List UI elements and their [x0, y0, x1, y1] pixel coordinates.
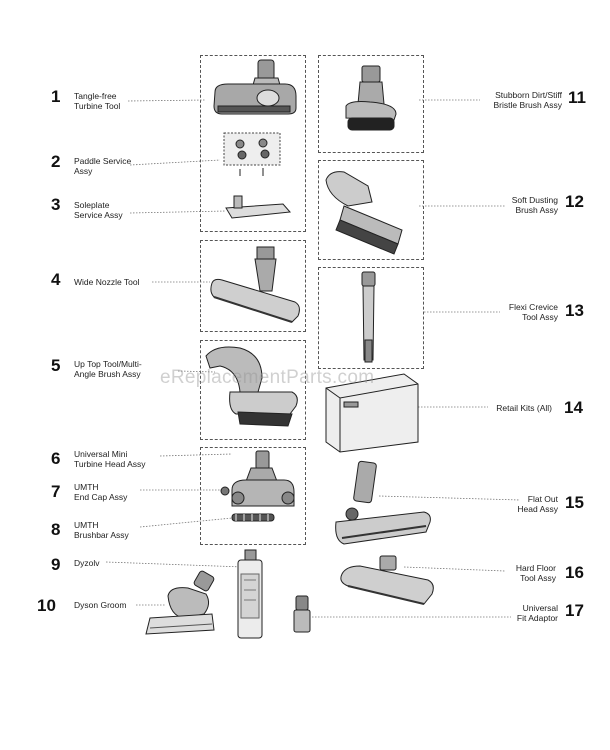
part-number-3: 3 [51, 195, 61, 214]
part-number-14: 14 [564, 398, 583, 417]
part-label-8: UMTH Brushbar Assy [74, 520, 129, 540]
part-label-1: Tangle-free Turbine Tool [74, 91, 121, 111]
umth-end-cap-drawing [220, 486, 230, 496]
part-label-10: Dyson Groom [74, 600, 127, 610]
part-number-8: 8 [51, 520, 61, 539]
part-label-13: Flexi Crevice Tool Assy [508, 302, 558, 322]
part-number-10: 10 [37, 596, 56, 615]
part-number-2: 2 [51, 152, 61, 171]
part-number-9: 9 [51, 555, 61, 574]
wide-nozzle-tool-drawing [210, 246, 300, 323]
group-box-tools-1-3 [200, 55, 306, 232]
part-number-1: 1 [51, 87, 61, 106]
part-label-16: Hard Floor Tool Assy [515, 563, 556, 583]
part-label-12: Soft Dusting Brush Assy [511, 195, 558, 215]
part-label-9: Dyzolv [74, 558, 100, 568]
part-label-6: Universal Mini Turbine Head Assy [74, 449, 146, 469]
part-number-11: 11 [568, 88, 586, 107]
dyzolv-can-drawing [237, 549, 263, 639]
stiff-bristle-brush-drawing [345, 65, 397, 131]
group-box-tool-11 [318, 55, 424, 153]
flat-out-head-drawing [335, 460, 431, 545]
universal-mini-turbine-head-drawing [231, 450, 295, 507]
part-label-7: UMTH End Cap Assy [74, 482, 128, 502]
flexi-crevice-tool-drawing [361, 271, 376, 363]
part-number-7: 7 [51, 482, 61, 501]
part-number-16: 16 [565, 563, 584, 582]
part-label-14: Retail Kits (All) [496, 403, 552, 413]
hard-floor-tool-drawing [340, 555, 434, 605]
part-number-4: 4 [51, 270, 61, 289]
retail-kit-box-drawing [325, 373, 419, 453]
part-label-2: Paddle Service Assy [74, 156, 132, 176]
tangle-free-turbine-tool-drawing [213, 59, 297, 115]
dyson-groom-drawing [145, 570, 215, 635]
part-label-3: Soleplate Service Assy [74, 200, 123, 220]
part-number-17: 17 [565, 601, 584, 620]
up-top-tool-drawing [205, 346, 298, 427]
umth-brushbar-drawing [231, 513, 275, 522]
part-number-5: 5 [51, 356, 61, 375]
part-label-11: Stubborn Dirt/Stiff Bristle Brush Assy [493, 90, 563, 110]
part-label-17: Universal Fit Adaptor [516, 603, 558, 623]
group-box-tool-4 [200, 240, 306, 332]
part-number-13: 13 [565, 301, 584, 320]
paddle-service-assy-drawing [223, 132, 281, 176]
part-label-5: Up Top Tool/Multi- Angle Brush Assy [74, 359, 142, 379]
group-box-tools-6-8 [200, 447, 306, 545]
watermark: eReplacementParts.com [160, 367, 375, 388]
universal-fit-adaptor-drawing [293, 595, 311, 633]
soleplate-service-assy-drawing [225, 195, 292, 219]
part-number-15: 15 [565, 493, 584, 512]
part-label-4: Wide Nozzle Tool [74, 277, 140, 287]
group-box-tool-12 [318, 160, 424, 260]
part-number-12: 12 [565, 192, 584, 211]
group-box-tool-5 [200, 340, 306, 440]
group-box-tool-13 [318, 267, 424, 369]
soft-dusting-brush-drawing [325, 171, 403, 255]
part-label-15: Flat Out Head Assy [517, 494, 558, 514]
part-number-6: 6 [51, 449, 61, 468]
